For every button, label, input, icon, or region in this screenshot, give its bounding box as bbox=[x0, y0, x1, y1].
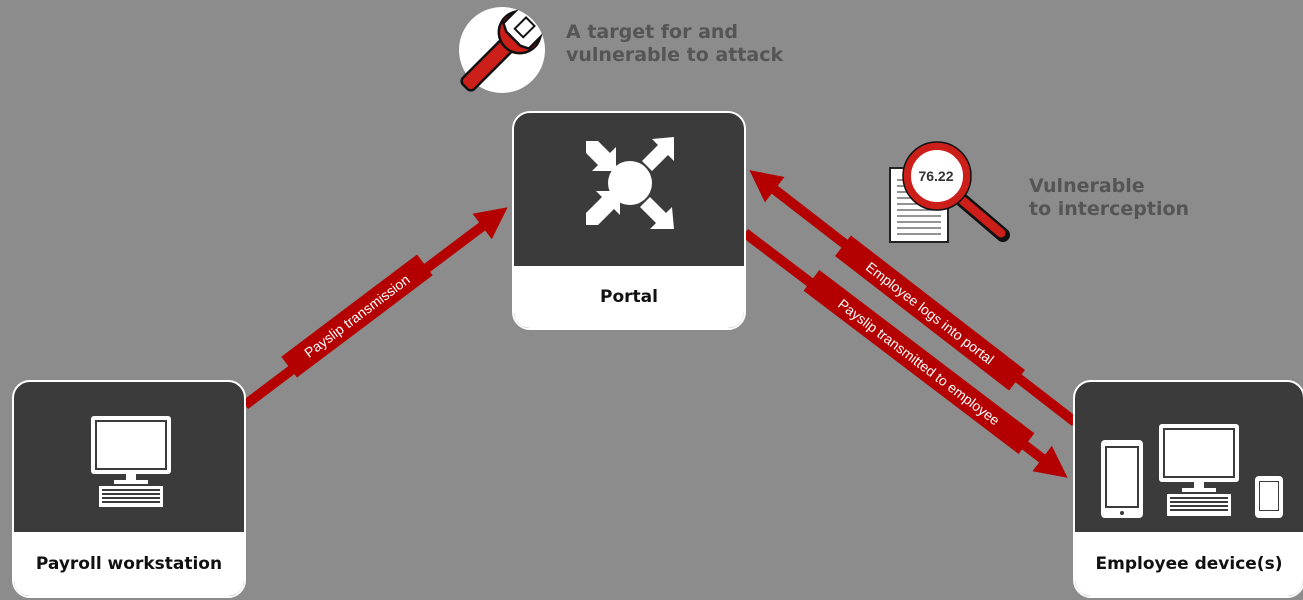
edge-payslip-to-employee: Payslip transmitted to employee bbox=[741, 229, 1068, 478]
attack-callout: A target for and vulnerable to attack bbox=[566, 21, 783, 67]
payroll-workstation-label: Payroll workstation bbox=[14, 532, 244, 596]
magnifier-value: 76.22 bbox=[918, 168, 953, 184]
wrench-icon bbox=[459, 7, 545, 93]
interception-callout-line2: to interception bbox=[1029, 198, 1190, 220]
interception-callout: Vulnerable to interception bbox=[1029, 175, 1189, 221]
attack-callout-line1: A target for and bbox=[566, 21, 739, 43]
multi-device-icon bbox=[1101, 424, 1283, 518]
payroll-workstation-node[interactable]: Payroll workstation bbox=[12, 380, 246, 598]
edge-payslip-transmission: Payslip transmission bbox=[241, 207, 508, 409]
desktop-computer-icon bbox=[91, 416, 171, 507]
magnifying-glass-document-icon: 76.22 bbox=[889, 141, 1010, 243]
attack-callout-line2: vulnerable to attack bbox=[566, 44, 784, 66]
employee-devices-node[interactable]: Employee device(s) bbox=[1073, 380, 1303, 598]
hub-arrows-icon bbox=[586, 137, 674, 229]
employee-devices-label: Employee device(s) bbox=[1075, 532, 1303, 596]
interception-callout-line1: Vulnerable bbox=[1029, 175, 1145, 197]
portal-node[interactable]: Portal bbox=[512, 111, 746, 330]
edge-employee-logs-in-label: Employee logs into portal bbox=[863, 259, 997, 368]
portal-label: Portal bbox=[514, 266, 744, 328]
edge-payslip-transmission-label: Payslip transmission bbox=[301, 271, 413, 361]
